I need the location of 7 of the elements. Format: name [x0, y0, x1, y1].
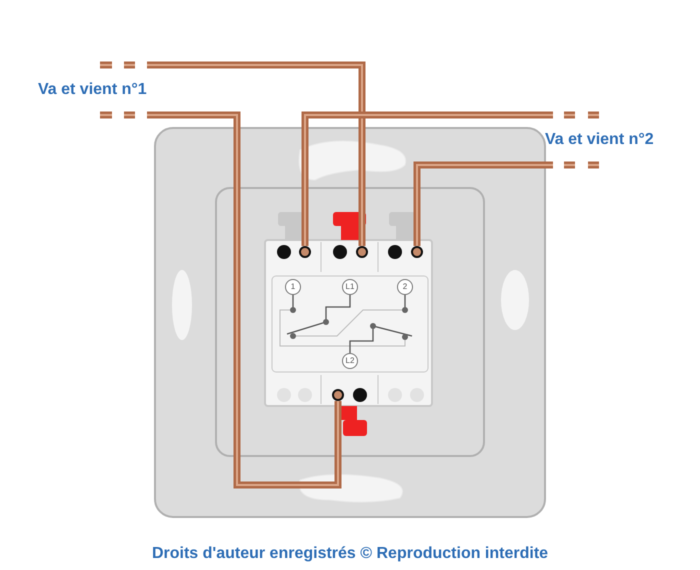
wire-label: Va et vient n°2	[545, 130, 654, 150]
wire	[302, 112, 599, 246]
wire	[100, 112, 342, 488]
wire-label: Va et vient n°1	[38, 80, 147, 100]
caption: Droits d'auteur enregistrés © Reproduction interdite	[152, 544, 548, 564]
wire	[100, 62, 366, 246]
wire	[414, 162, 599, 246]
